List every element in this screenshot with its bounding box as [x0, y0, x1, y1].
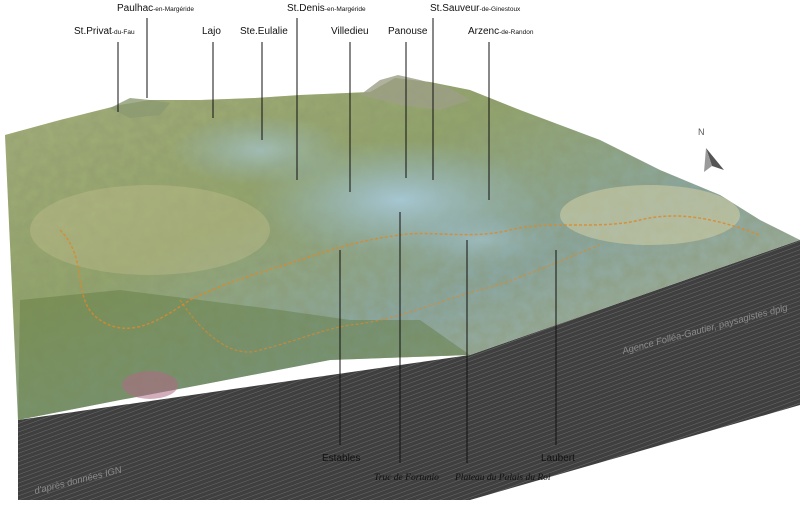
mountain-ridge — [360, 75, 470, 110]
highland-blue-zone-3 — [400, 210, 560, 270]
label-main: Panouse — [388, 26, 428, 37]
label-truc-de-fortunio: Truc de Fortunio — [374, 473, 439, 483]
label-main: St.Sauveur — [430, 3, 480, 14]
commune-boundary-2 — [179, 244, 601, 353]
label-sub: -en-Margéride — [324, 6, 366, 13]
label-paulhac: Paulhac-en-Margéride — [117, 3, 194, 16]
label-sub: -de-Randon — [499, 29, 534, 36]
leader-lines — [117, 18, 557, 463]
label-main: Lajo — [202, 26, 221, 37]
plateau-light — [560, 185, 740, 245]
label-main: Arzenc — [468, 26, 500, 37]
label-main: Ste.Eulalie — [240, 26, 288, 37]
label-panouse: Panouse — [388, 26, 427, 39]
plateau-light-2 — [30, 185, 270, 275]
ridge-left — [110, 98, 170, 118]
label-laubert: Laubert — [541, 453, 575, 464]
label-sub: -de-Ginestoux — [479, 6, 521, 13]
label-villedieu: Villedieu — [331, 26, 369, 39]
label-arzenc: Arzenc-de-Randon — [468, 26, 533, 39]
label-lajo: Lajo — [202, 26, 221, 39]
label-sub: -en-Margéride — [153, 6, 194, 13]
highland-blue-zone-2 — [170, 115, 350, 185]
label-st-privat: St.Privat-du-Fau — [74, 26, 135, 39]
label-main: Paulhac — [117, 3, 154, 14]
urban-area — [122, 371, 178, 399]
label-st-denis: St.Denis-en-Margéride — [287, 3, 366, 16]
label-sub: -du-Fau — [111, 29, 135, 36]
label-main: St.Privat — [74, 26, 112, 37]
commune-boundary — [59, 215, 761, 329]
label-plateau-du-palais-du-roi: Plateau du Palais du Roi — [455, 473, 551, 483]
label-main: Villedieu — [331, 26, 369, 37]
block-side-front — [18, 240, 800, 500]
north-arrow-icon — [704, 148, 724, 172]
label-main: St.Denis — [287, 3, 325, 14]
label-st-sauveur: St.Sauveur-de-Ginestoux — [430, 3, 520, 16]
label-ste-eulalie: Ste.Eulalie — [240, 26, 288, 39]
north-label: N — [698, 127, 705, 137]
label-estables: Estables — [322, 453, 361, 464]
